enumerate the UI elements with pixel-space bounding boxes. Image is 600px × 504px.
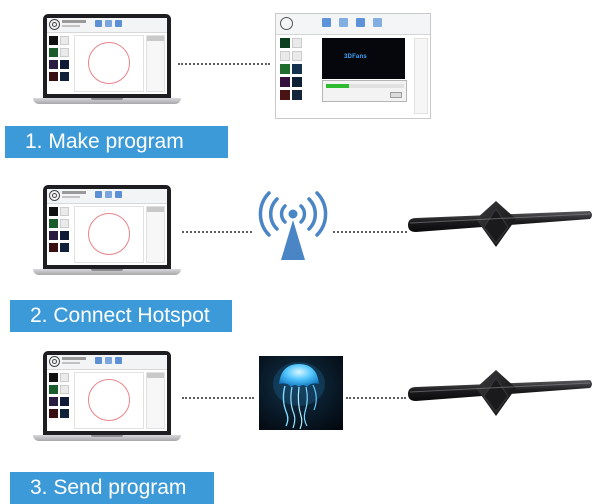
dialog-ok-button	[390, 92, 402, 98]
upload-progress-bar	[326, 84, 404, 88]
app-window	[47, 355, 167, 431]
laptop-icon	[33, 14, 181, 106]
hologram-fan-icon	[408, 201, 592, 247]
software-screenshot: 3DFans	[275, 13, 431, 119]
app-window	[47, 189, 167, 265]
hologram-fan-icon	[408, 370, 592, 416]
wifi-hotspot-icon	[258, 191, 328, 260]
connector-line	[182, 231, 252, 233]
video-logo: 3DFans	[344, 54, 367, 60]
jellyfish-image	[259, 356, 343, 430]
connector-line	[346, 397, 406, 399]
step-3-label: 3. Send program	[10, 472, 214, 504]
preview-video: 3DFans	[322, 38, 405, 79]
step-1-label: 1. Make program	[5, 126, 228, 158]
step-2-label: 2. Connect Hotspot	[10, 300, 232, 332]
app-window	[47, 18, 167, 94]
app-logo-icon	[280, 17, 293, 30]
step-2-section: 2. Connect Hotspot	[10, 185, 592, 332]
laptop-icon	[33, 185, 181, 277]
connector-line	[182, 397, 254, 399]
laptop-icon	[33, 351, 181, 443]
upload-dialog	[322, 80, 407, 102]
connector-line	[178, 63, 270, 65]
connector-line	[333, 231, 407, 233]
step-1-section: 3DFans 1. Make program	[0, 0, 600, 165]
